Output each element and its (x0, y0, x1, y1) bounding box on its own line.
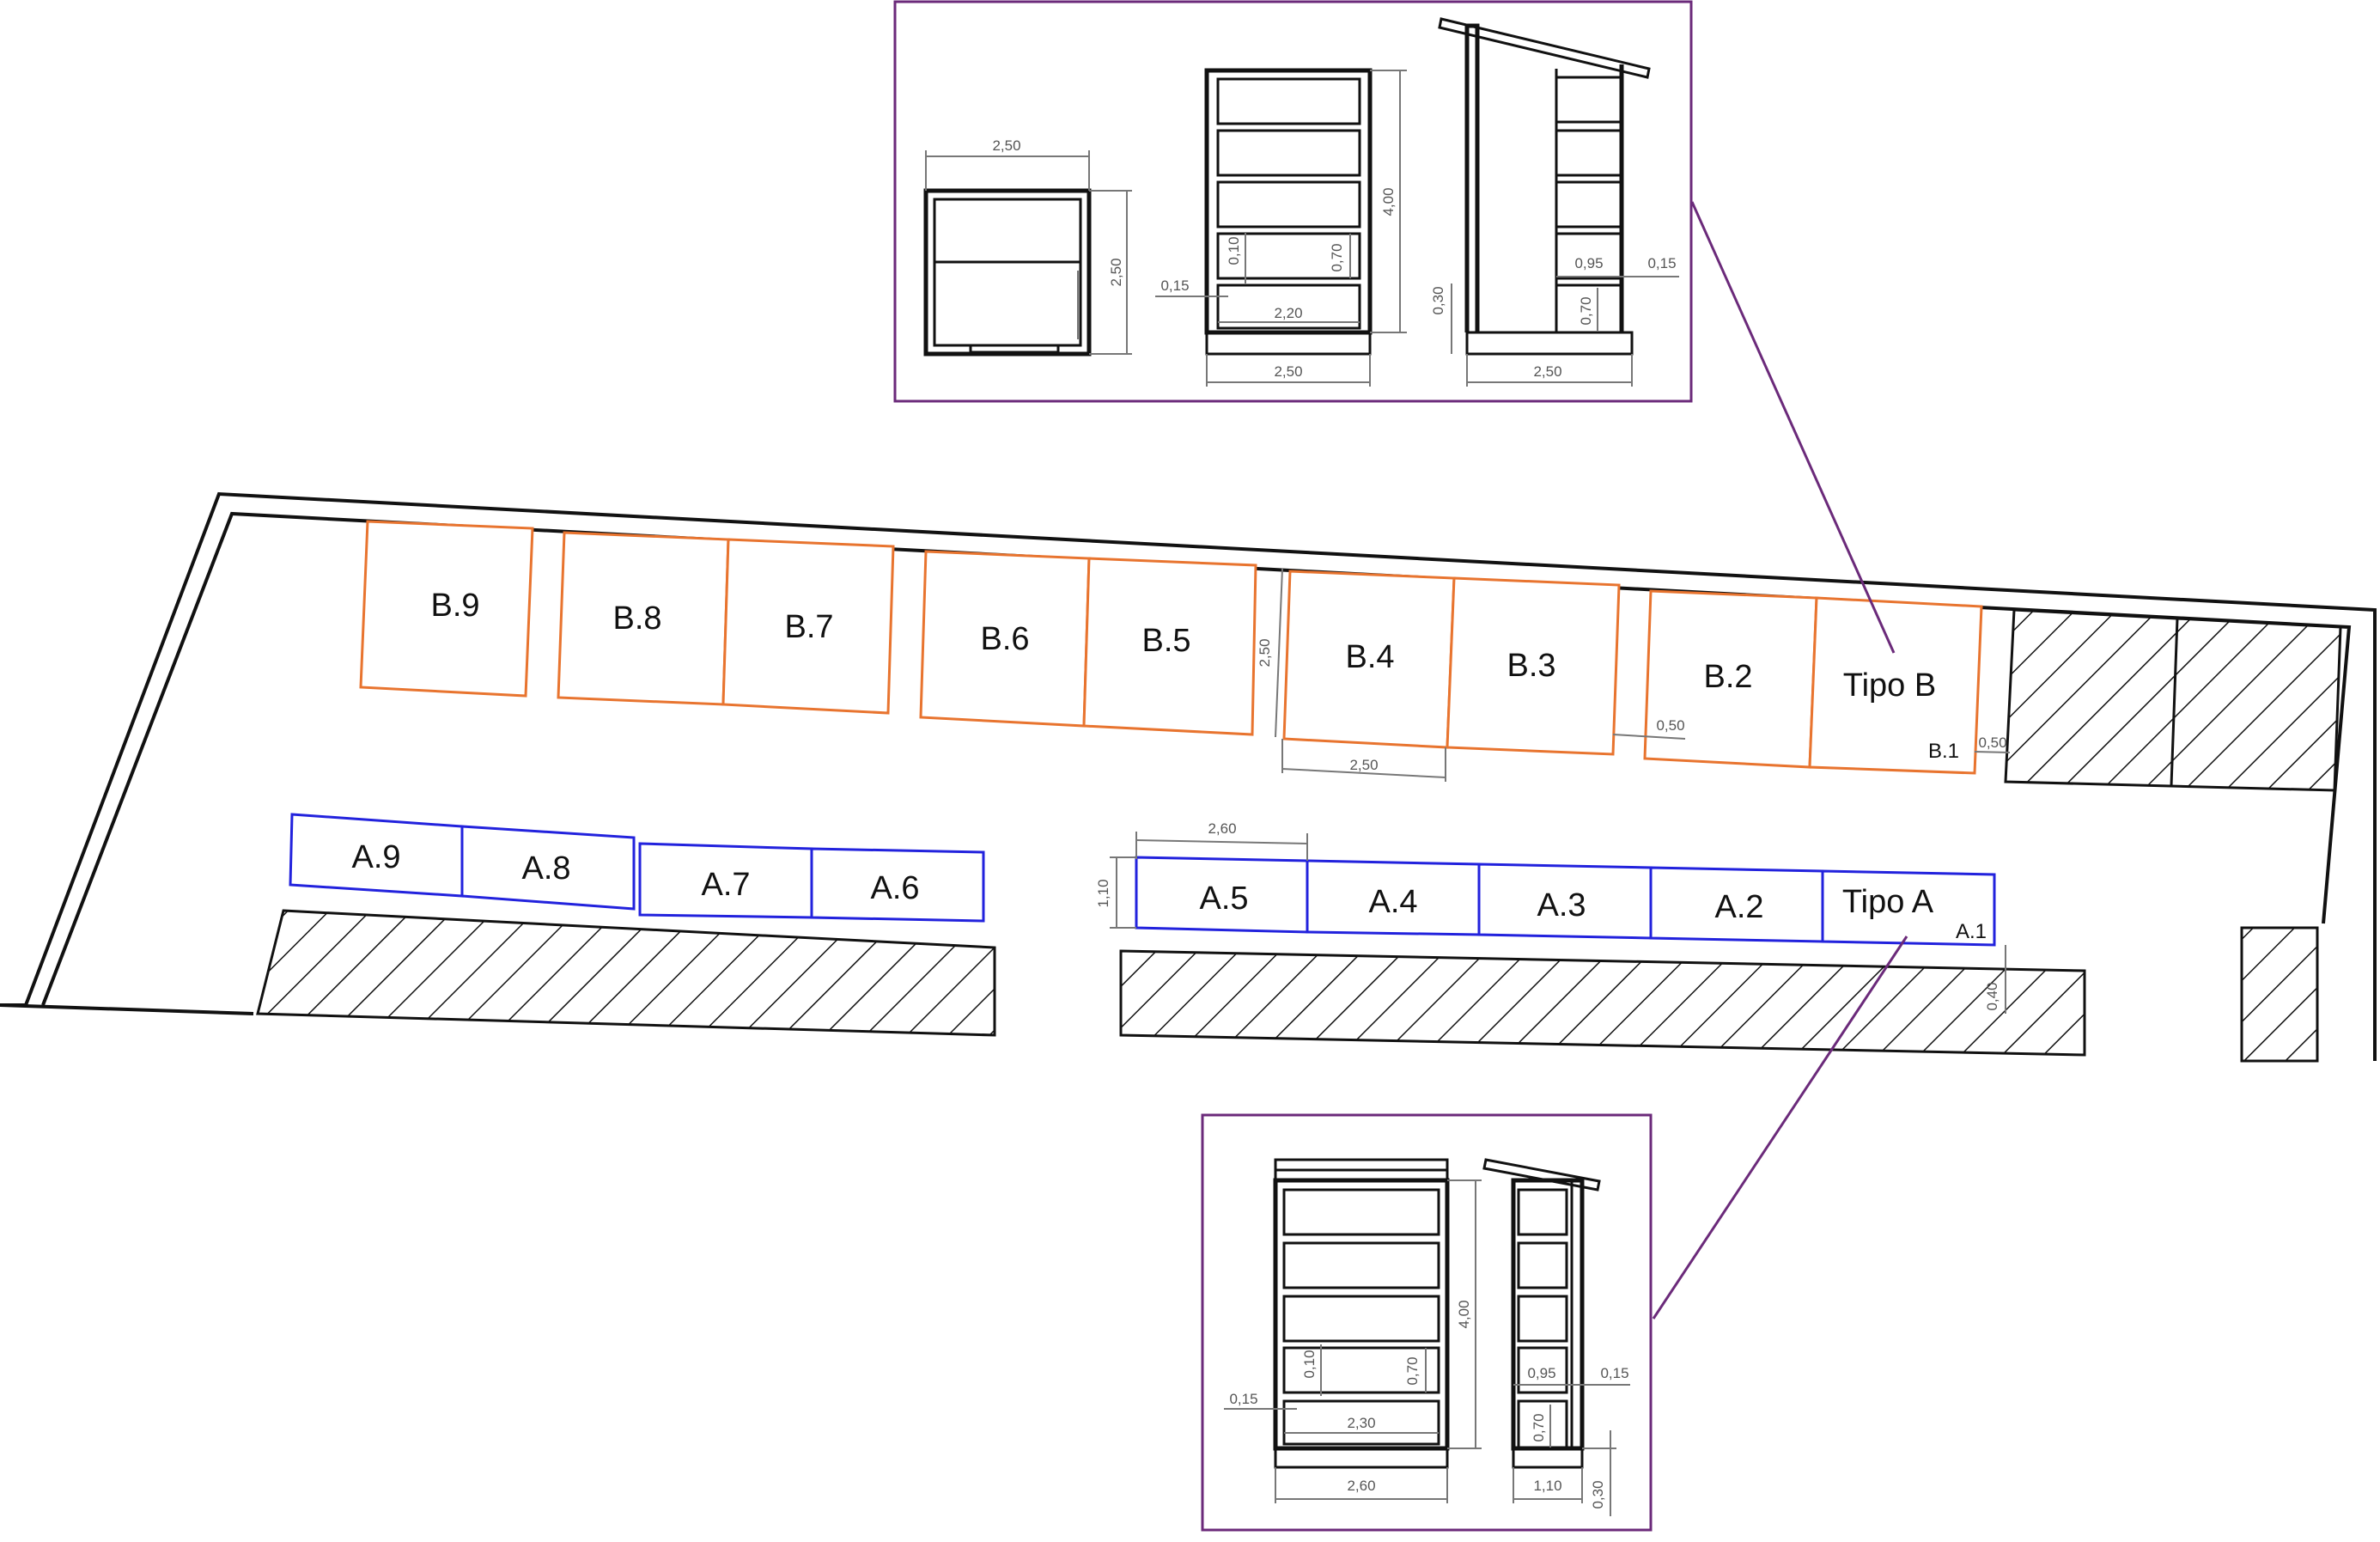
block-a2-label: A.2 (1714, 889, 1763, 925)
dim-a-height: 1,10 (1095, 879, 1111, 907)
detail-b-plan-view: 2,50 2,50 (923, 137, 1132, 357)
detail-b-front-height: 4,00 (1380, 187, 1397, 216)
hatched-zones (256, 608, 2342, 1063)
detail-a-front-height: 4,00 (1456, 1300, 1472, 1328)
detail-a-side-plinth: 0,30 (1590, 1480, 1606, 1508)
dim-a-gap: 0,40 (1984, 982, 2000, 1010)
detail-a-front-base: 0,15 (1229, 1391, 1257, 1407)
detail-a-side-bottom: 0,70 (1531, 1413, 1547, 1441)
block-a3[interactable]: A.3 (1477, 862, 1653, 940)
block-a9-label: A.9 (351, 839, 400, 875)
detail-a-front-view: 4,00 0,10 0,70 0,15 2,30 2,60 (1224, 1158, 1482, 1503)
block-a6-label: A.6 (870, 870, 919, 906)
block-b1-label: Tipo B (1843, 667, 1936, 704)
dim-b-gap-left: 0,50 (1656, 717, 1684, 734)
block-b3[interactable]: B.3 (1446, 576, 1621, 756)
block-a1-sublabel: A.1 (1956, 920, 1987, 943)
block-a1[interactable]: Tipo A A.1 (1821, 869, 1996, 947)
block-b2-label: B.2 (1703, 659, 1752, 695)
block-a2[interactable]: A.2 (1649, 866, 1824, 943)
block-a4-label: A.4 (1368, 884, 1417, 920)
hatched-zone-left (256, 909, 996, 1037)
block-a5[interactable]: A.5 (1135, 856, 1309, 934)
block-b6-label: B.6 (980, 621, 1029, 657)
leader-type-a (1652, 936, 1908, 1320)
type-a-dimensions: 2,60 1,10 0,40 (1095, 820, 2006, 1014)
detail-a-front-width: 2,60 (1347, 1478, 1375, 1494)
block-a7[interactable]: A.7 (638, 842, 813, 919)
detail-b-side-drawer: 0,95 (1574, 255, 1603, 271)
block-b5[interactable]: B.5 (1082, 557, 1257, 736)
block-a8[interactable]: A.8 (460, 825, 636, 911)
block-b5-label: B.5 (1141, 623, 1190, 659)
detail-b-side-view: 0,95 0,15 0,70 0,30 2,50 (1430, 17, 1679, 387)
detail-b-side-gap: 0,15 (1647, 255, 1676, 271)
block-b7[interactable]: B.7 (721, 538, 895, 715)
block-b9[interactable]: B.9 (359, 520, 534, 698)
leader-type-b (1690, 201, 1896, 654)
block-a5-label: A.5 (1199, 881, 1248, 917)
detail-b-plan-depth: 2,50 (1108, 258, 1124, 286)
block-b1-sublabel: B.1 (1928, 740, 1959, 763)
dim-a-width: 2,60 (1208, 820, 1236, 837)
block-a6[interactable]: A.6 (810, 847, 985, 923)
dim-b-width: 2,50 (1349, 757, 1378, 773)
detail-b-front-width: 2,50 (1274, 363, 1302, 380)
block-b9-label: B.9 (430, 588, 479, 624)
type-b-dimensions: 2,50 2,50 0,50 0,50 (1257, 568, 2011, 782)
dim-b-gap-right: 0,50 (1978, 734, 2006, 751)
detail-b-front-view: 4,00 0,10 0,70 0,15 2,20 2,50 (1155, 68, 1407, 387)
type-b-row: B.9 B.8 B.7 B.6 B.5 B.4 B.3 B.2 (359, 520, 1983, 775)
detail-a-side-drawer: 0,95 (1527, 1365, 1555, 1381)
block-b1[interactable]: Tipo B B.1 (1808, 596, 1983, 775)
block-b8-label: B.8 (612, 600, 661, 637)
block-b4-label: B.4 (1345, 639, 1394, 675)
detail-type-a: 4,00 0,10 0,70 0,15 2,30 2,60 (1201, 1113, 1653, 1532)
detail-b-side-width: 2,50 (1533, 363, 1561, 380)
block-a9[interactable]: A.9 (289, 813, 464, 898)
detail-b-front-base: 0,15 (1160, 277, 1189, 294)
detail-a-front-shelf: 0,10 (1301, 1350, 1318, 1378)
detail-a-side-view: 0,95 0,15 0,70 1,10 0,30 (1482, 1158, 1630, 1516)
detail-b-front-drawer: 0,70 (1329, 243, 1345, 271)
block-a7-label: A.7 (701, 867, 750, 903)
block-a8-label: A.8 (521, 850, 570, 887)
detail-b-front-shelf: 0,10 (1226, 236, 1242, 265)
hatched-zone-bottom-right (2240, 926, 2319, 1063)
detail-a-side-width: 1,10 (1533, 1478, 1561, 1494)
detail-b-side-plinth: 0,30 (1430, 286, 1446, 314)
detail-type-b: 2,50 2,50 4,00 0,10 0,70 0,15 (893, 0, 1693, 403)
block-b4[interactable]: B.4 (1282, 570, 1456, 749)
block-a4[interactable]: A.4 (1306, 859, 1481, 936)
detail-b-side-bottom: 0,70 (1578, 296, 1594, 325)
block-a3-label: A.3 (1537, 887, 1586, 923)
detail-a-front-drawer: 0,70 (1404, 1356, 1421, 1385)
block-b3-label: B.3 (1507, 648, 1555, 684)
hatched-zone-top-right (2004, 608, 2342, 792)
dim-b-height: 2,50 (1257, 638, 1273, 667)
block-b7-label: B.7 (784, 609, 833, 645)
hatched-zone-center (1119, 949, 2086, 1057)
detail-b-front-inner: 2,20 (1274, 305, 1302, 321)
type-a-row: A.9 A.8 A.7 A.6 A.5 A.4 A.3 A.2 (289, 813, 1996, 947)
block-b8[interactable]: B.8 (557, 531, 730, 706)
block-b6[interactable]: B.6 (919, 550, 1091, 728)
block-a1-label: Tipo A (1842, 884, 1934, 920)
block-b2[interactable]: B.2 (1643, 589, 1818, 769)
detail-a-front-inner: 2,30 (1347, 1415, 1375, 1431)
detail-b-plan-width: 2,50 (992, 137, 1020, 154)
detail-a-side-gap: 0,15 (1600, 1365, 1628, 1381)
